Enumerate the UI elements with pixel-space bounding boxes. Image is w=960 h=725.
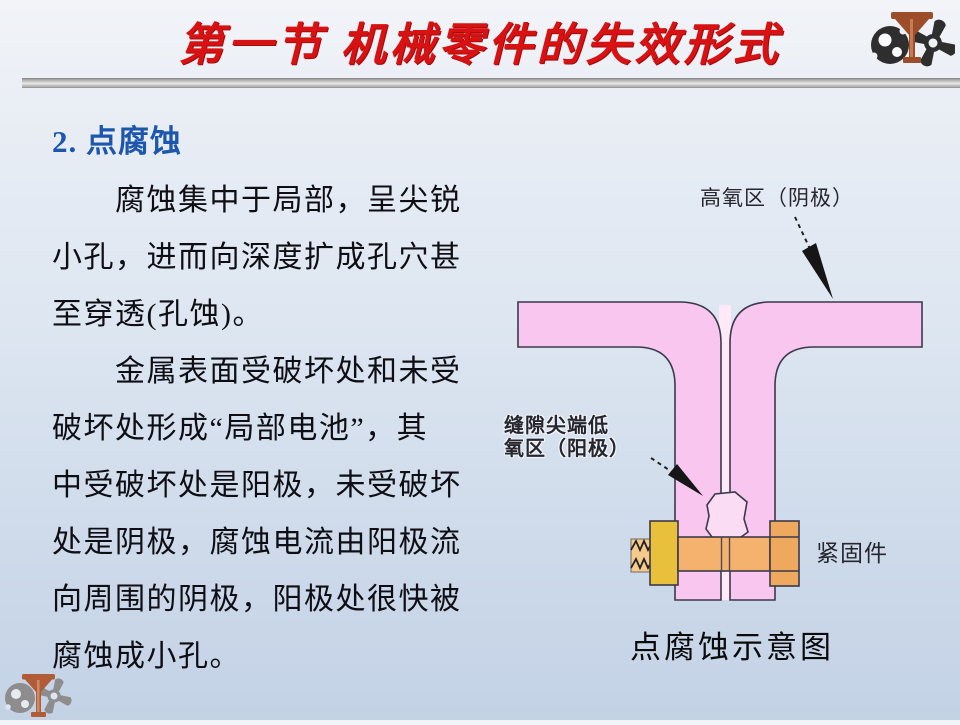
leader-line-top — [794, 216, 811, 250]
diagram-caption: 点腐蚀示意图 — [630, 630, 834, 665]
bolt-shank — [677, 536, 771, 572]
body-line: 处是阴极，腐蚀电流由阳极流 — [52, 526, 462, 559]
corrosion-pit-blob — [705, 491, 749, 542]
body-line: 小孔，进而向深度扩成孔穴甚 — [52, 241, 462, 274]
logo-bottom-left — [2, 672, 80, 720]
body-line: 金属表面受破坏处和未受 — [115, 355, 462, 388]
title-divider — [22, 78, 960, 88]
body-line: 至穿透(孔蚀)。 — [52, 298, 264, 331]
page-title: 第一节 机械零件的失效形式 — [178, 20, 782, 70]
logo-top-right — [865, 5, 957, 73]
body-line: 中受破坏处是阳极，未受破坏 — [52, 469, 462, 502]
arrowhead-left — [668, 464, 703, 496]
body-line: 破坏处形成“局部电池”，其 — [52, 412, 429, 445]
label-high-oxygen-cathode: 高氧区（阴极） — [700, 186, 854, 210]
gears-logo-small-icon — [5, 674, 72, 717]
label-crevice-anode: 缝隙尖端低 氧区（阳极） — [504, 415, 630, 461]
label-crevice-anode-line2: 氧区（阳极） — [504, 438, 630, 460]
body-line: 腐蚀成小孔。 — [52, 640, 241, 673]
nut — [649, 520, 679, 586]
section-heading: 2. 点腐蚀 — [52, 124, 182, 159]
tee-joint-drawing — [517, 216, 923, 601]
arrowhead-top — [802, 243, 833, 299]
body-text: 腐蚀集中于局部，呈尖锐 小孔，进而向深度扩成孔穴甚 至穿透(孔蚀)。 金属表面受… — [52, 172, 502, 685]
label-fastener: 紧固件 — [816, 541, 888, 566]
bolt-head — [769, 520, 800, 587]
body-line: 向周围的阴极，阳极处很快被 — [52, 583, 462, 616]
label-crevice-anode-line1: 缝隙尖端低 — [504, 415, 609, 437]
leader-line-left — [650, 457, 673, 473]
body-line: 腐蚀集中于局部，呈尖锐 — [115, 184, 462, 217]
gears-logo-icon — [870, 12, 957, 67]
pitting-corrosion-diagram: 高氧区（阴极） 缝隙尖端低 氧区（阳极） 紧固件 点腐蚀示意图 — [500, 170, 960, 680]
